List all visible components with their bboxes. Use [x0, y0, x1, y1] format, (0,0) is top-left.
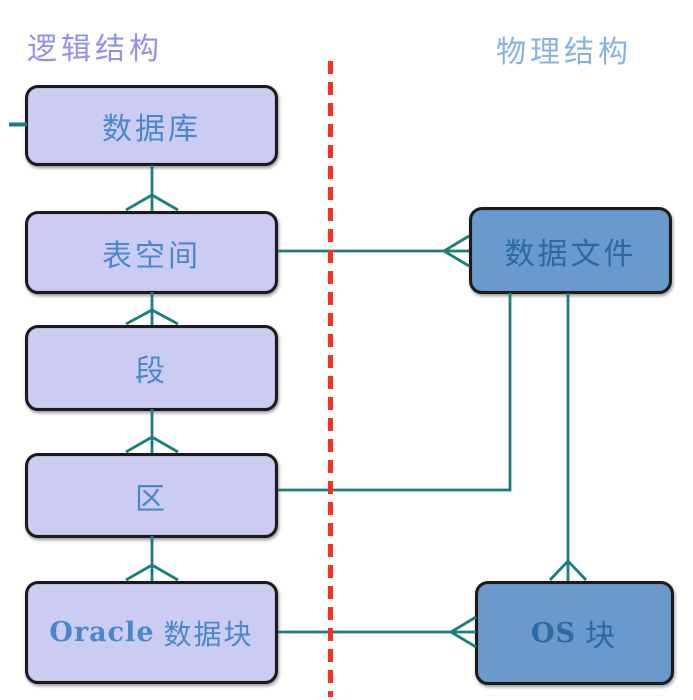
node-os-block: OS 块: [475, 581, 674, 685]
crow-foot-icon: [125, 563, 179, 582]
edge-extent-oracle-block: [125, 536, 179, 582]
crow-foot-icon: [125, 308, 179, 326]
node-oracle-data-block: Oracle 数据块: [25, 581, 278, 684]
node-database: 数据库: [25, 85, 278, 166]
edge-oracle-block-os-block: [278, 615, 477, 649]
crow-foot-icon: [441, 234, 470, 268]
edge-segment-extent: [125, 409, 179, 454]
edge-database-tablespace: [125, 165, 179, 212]
crow-foot-icon: [448, 615, 477, 649]
edge-tablespace-segment: [125, 292, 179, 326]
crow-foot-icon: [125, 193, 179, 212]
node-oracle-data-block-label-zh: 数据块: [163, 617, 254, 651]
node-oracle-data-block-label-en: Oracle: [49, 617, 155, 648]
node-os-block-label-en: OS: [530, 617, 577, 649]
node-tablespace: 表空间: [25, 211, 278, 294]
node-datafile-label: 数据文件: [504, 236, 637, 272]
edge-datafile-os-block: [548, 293, 588, 581]
node-tablespace-label: 表空间: [102, 238, 201, 274]
crow-foot-icon: [548, 558, 588, 581]
section-title-logical: 逻辑结构: [27, 32, 163, 67]
node-extent-label: 区: [135, 481, 168, 517]
edge-extent-datafile: [278, 293, 512, 492]
node-extent: 区: [25, 453, 278, 538]
node-database-label: 数据库: [102, 111, 201, 147]
section-title-physical: 物理结构: [496, 35, 632, 70]
crow-foot-icon: [125, 435, 179, 454]
node-datafile: 数据文件: [469, 207, 672, 294]
edge-tablespace-datafile: [278, 234, 470, 268]
node-segment: 段: [25, 325, 278, 411]
node-os-block-label-zh: 块: [585, 619, 619, 654]
node-segment-label: 段: [135, 354, 168, 389]
